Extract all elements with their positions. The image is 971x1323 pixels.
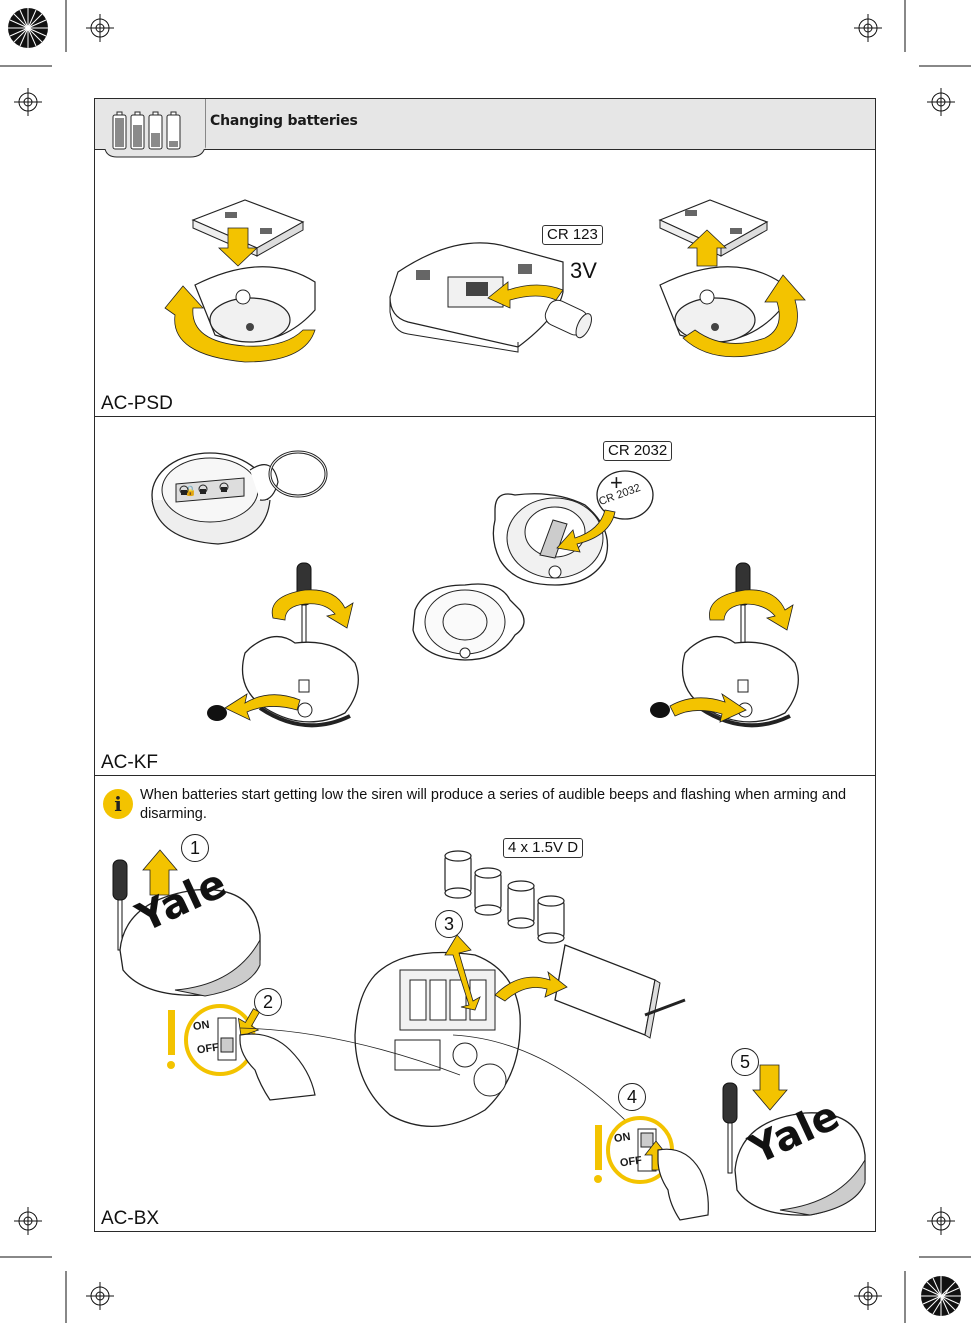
switch-on-label: ON (613, 1131, 631, 1145)
battery-type-label: CR 2032 (603, 441, 672, 461)
kf-keyfob-illustration: 🔒 (148, 440, 338, 550)
step-number: 1 (181, 834, 209, 862)
voltage-label: 3V (570, 258, 597, 284)
siren-cover-illustration (105, 840, 275, 1010)
section-divider (95, 416, 875, 417)
psd-open-illustration (165, 190, 365, 380)
psd-close-illustration (655, 190, 815, 380)
switch-on-label: ON (192, 1019, 210, 1033)
connector-line (240, 1020, 470, 1080)
info-icon: i (103, 789, 133, 819)
battery-type-label: CR 123 (542, 225, 603, 245)
step-number: 3 (435, 910, 463, 938)
kf-unscrew-illustration (205, 558, 365, 743)
step-number: 5 (731, 1048, 759, 1076)
info-message: When batteries start getting low the sir… (140, 786, 860, 824)
section-label-bx: AC-BX (101, 1208, 159, 1230)
section-label-psd: AC-PSD (101, 393, 173, 415)
switch-on-illustration (590, 1115, 730, 1225)
section-label-kf: AC-KF (101, 752, 158, 774)
page-title: Changing batteries (210, 113, 358, 129)
battery-levels-icon (95, 99, 205, 159)
battery-type-label: 4 x 1.5V D (503, 838, 583, 858)
step-number: 4 (618, 1083, 646, 1111)
kf-screw-illustration (650, 558, 820, 743)
step-number: 2 (254, 988, 282, 1016)
section-divider (95, 775, 875, 776)
